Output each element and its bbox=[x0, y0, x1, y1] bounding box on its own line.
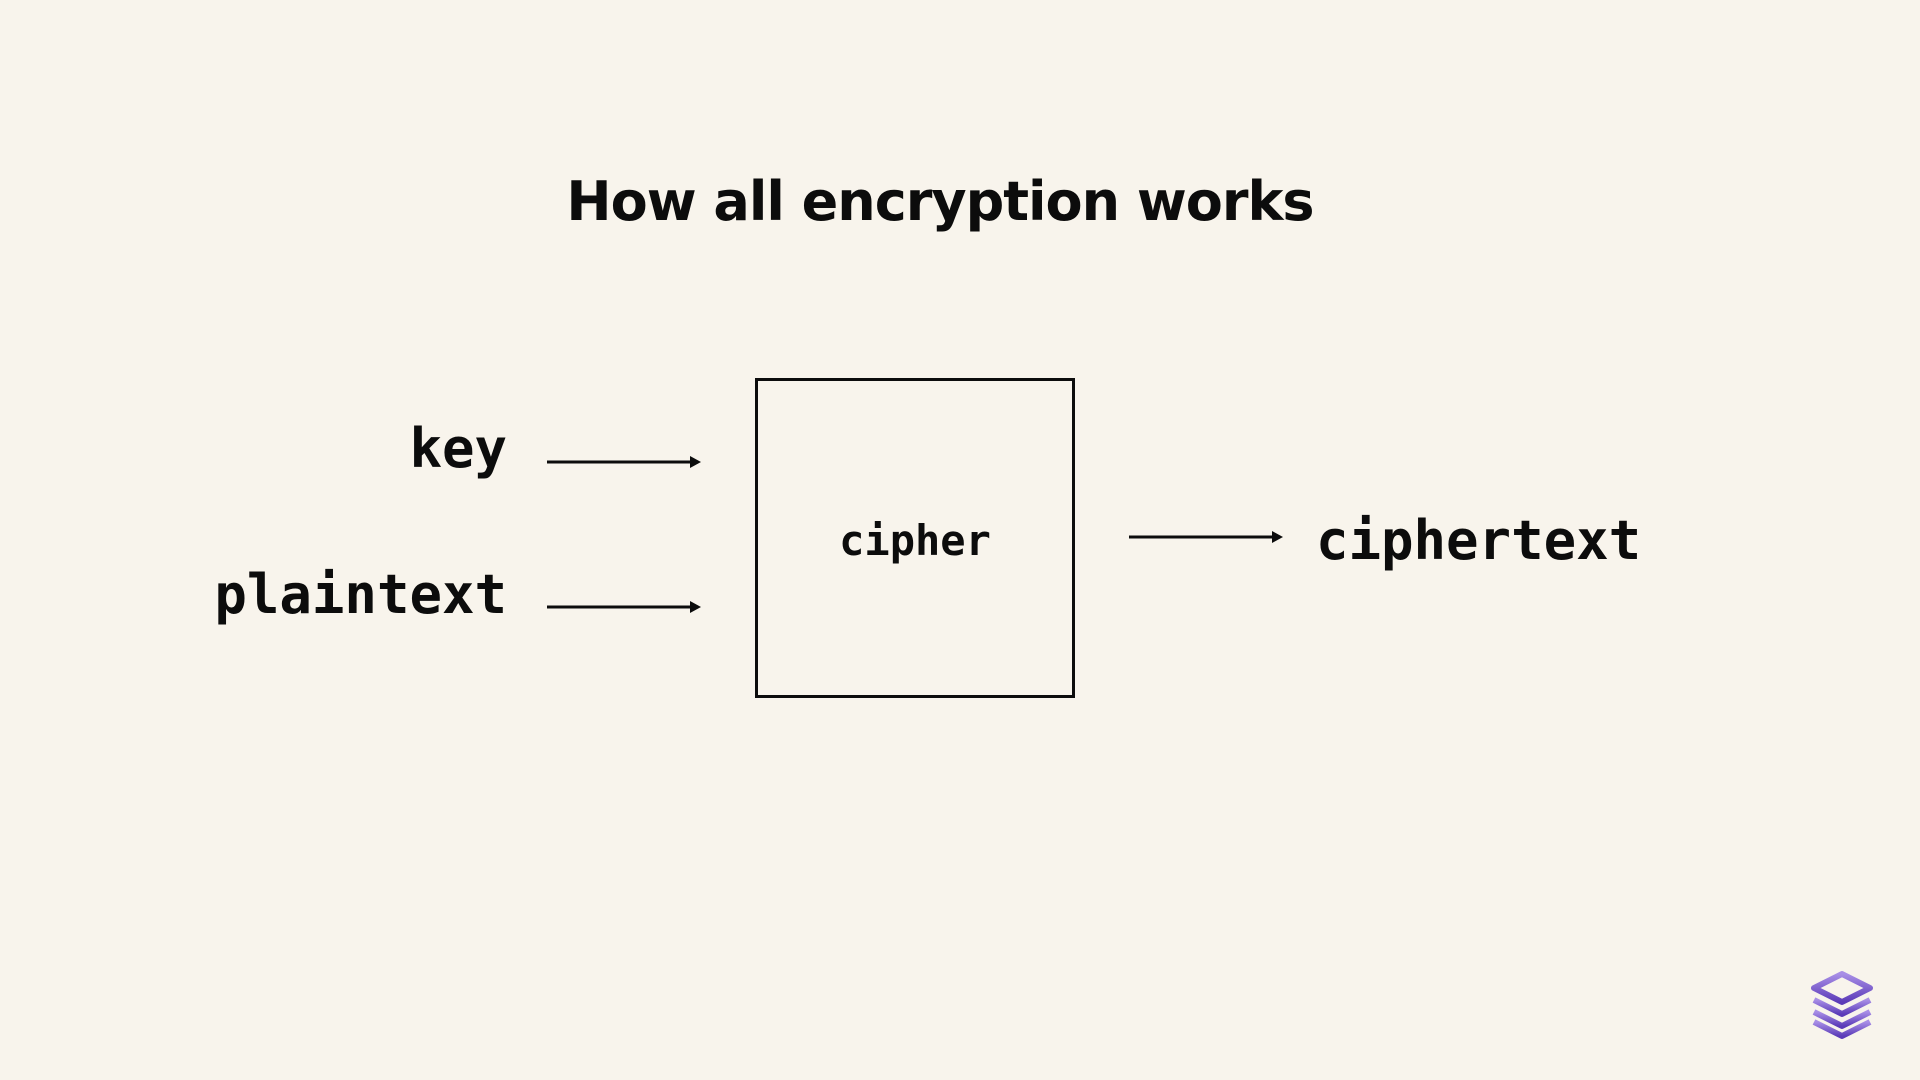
ciphertext-arrow bbox=[1129, 531, 1283, 543]
plaintext-arrow bbox=[547, 601, 701, 613]
cipher-label: cipher bbox=[839, 515, 991, 565]
key-label: key bbox=[409, 417, 507, 480]
ciphertext-label: ciphertext bbox=[1316, 509, 1642, 572]
slide-title: How all encryption works bbox=[566, 170, 1314, 233]
plaintext-label: plaintext bbox=[214, 563, 507, 626]
stacked-layers-logo-icon bbox=[1811, 971, 1873, 1039]
cipher-box: cipher bbox=[755, 378, 1075, 698]
key-arrow bbox=[547, 456, 701, 468]
